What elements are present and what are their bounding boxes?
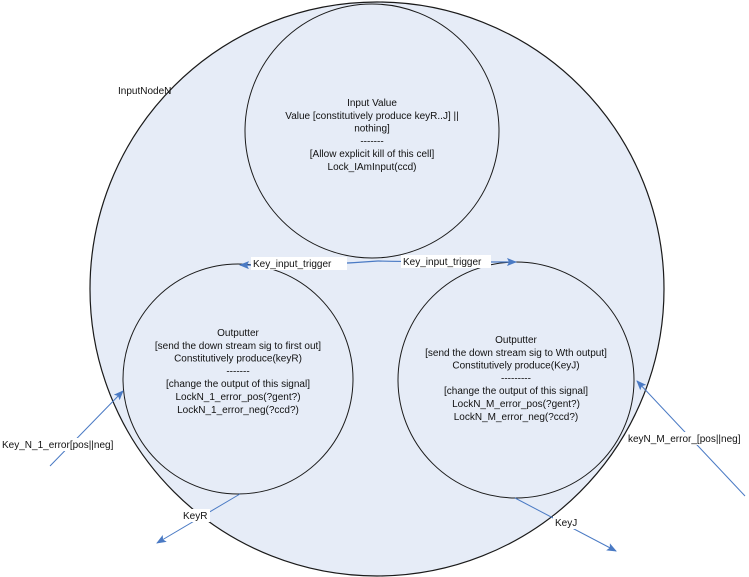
node-text-line: --------- <box>501 373 531 384</box>
node-text-line: ------- <box>226 366 249 377</box>
node-text-line: [change the output of this signal] <box>444 386 588 397</box>
edge-label-error-wth: keyN_M_error_[pos||neg] <box>627 432 749 445</box>
node-input-value[interactable] <box>244 3 500 259</box>
svg-text:Key_input_trigger: Key_input_trigger <box>403 257 482 268</box>
node-text-line: [change the output of this signal] <box>166 379 310 390</box>
container-label: InputNodeN <box>118 86 171 97</box>
node-text-line: LockN_M_error_neg(?ccd?) <box>454 412 579 423</box>
node-text-line: Constitutively produce(KeyJ) <box>452 361 579 372</box>
node-text-line: Lock_IAmInput(ccd) <box>328 162 417 173</box>
node-text-line: Outputter <box>495 335 537 346</box>
svg-text:KeyJ: KeyJ <box>555 518 577 529</box>
node-text-line: Constitutively produce(keyR) <box>174 354 302 365</box>
edge-label-out-wth: KeyJ <box>553 516 579 529</box>
node-text-line: Input Value <box>347 98 397 109</box>
svg-text:keyN_M_error_[pos||neg]: keyN_M_error_[pos||neg] <box>628 434 741 445</box>
svg-text:Key_input_trigger: Key_input_trigger <box>253 259 332 270</box>
svg-text:KeyR: KeyR <box>183 511 207 522</box>
node-outputter-first[interactable] <box>122 263 354 495</box>
edge-label-out-first: KeyR <box>182 509 210 522</box>
node-text-line: LockN_1_error_neg(?ccd?) <box>177 405 299 416</box>
node-text-line: ------- <box>360 136 383 147</box>
edge-error-first[interactable] <box>49 390 124 467</box>
edge-label-trigger-left: Key_input_trigger <box>251 257 347 270</box>
node-text-line: nothing] <box>354 124 390 135</box>
node-text-line: Value [constitutively produce keyR..J] |… <box>285 111 458 122</box>
node-text-line: [send the down stream sig to Wth output] <box>425 348 607 359</box>
node-outputter-wth-text: Outputter [send the down stream sig to Wt… <box>425 335 607 423</box>
edge-label-trigger-right: Key_input_trigger <box>401 255 491 268</box>
svg-text:Key_N_1_error[pos||neg]: Key_N_1_error[pos||neg] <box>2 440 114 451</box>
node-text-line: LockN_M_error_pos(?gent?) <box>452 399 580 410</box>
node-outputter-first-text: Outputter [send the down stream sig to fi… <box>155 328 321 416</box>
node-text-line: Outputter <box>217 328 259 339</box>
edge-label-error-first: Key_N_1_error[pos||neg] <box>0 438 122 451</box>
node-text-line: [send the down stream sig to first out] <box>155 341 321 352</box>
node-text-line: [Allow explicit kill of this cell] <box>310 149 435 160</box>
node-text-line: LockN_1_error_pos(?gent?) <box>175 392 300 403</box>
